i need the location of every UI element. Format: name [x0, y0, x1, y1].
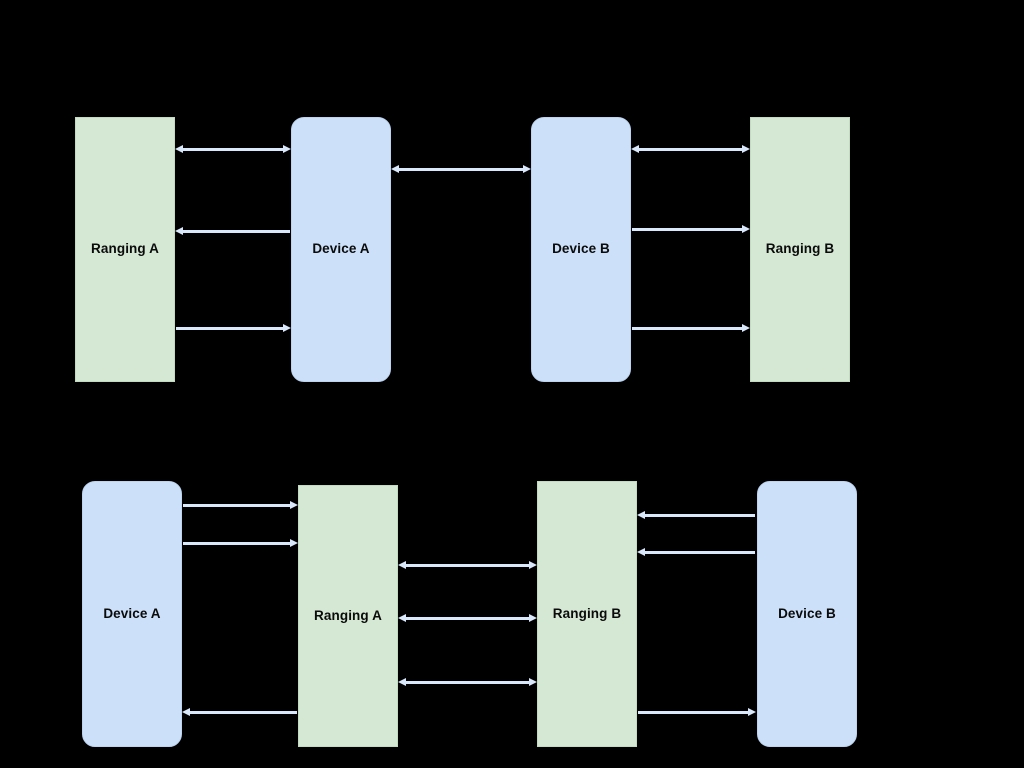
arrow-top-arrow-1[interactable]: [175, 145, 291, 154]
arrowhead-left-icon: [637, 548, 645, 556]
arrowhead-right-icon: [290, 539, 298, 547]
arrowhead-left-icon: [398, 678, 406, 686]
arrow-shaft: [176, 327, 283, 330]
arrowhead-right-icon: [742, 145, 750, 153]
arrow-shaft: [190, 711, 297, 714]
node-bot-ranging-a[interactable]: Ranging A: [298, 485, 398, 747]
node-bot-device-a[interactable]: Device A: [82, 481, 182, 747]
arrow-bot-arrow-8[interactable]: [637, 548, 755, 557]
arrowhead-left-icon: [637, 511, 645, 519]
arrowhead-left-icon: [398, 561, 406, 569]
arrow-top-arrow-5[interactable]: [631, 145, 750, 154]
arrowhead-left-icon: [398, 614, 406, 622]
arrow-bot-arrow-4[interactable]: [398, 561, 537, 570]
node-label: Device A: [312, 241, 370, 257]
arrowhead-left-icon: [175, 227, 183, 235]
arrow-shaft: [406, 681, 529, 684]
arrow-shaft: [183, 542, 290, 545]
arrow-shaft: [645, 551, 755, 554]
arrowhead-right-icon: [283, 145, 291, 153]
arrow-shaft: [183, 504, 290, 507]
arrowhead-right-icon: [748, 708, 756, 716]
arrow-top-arrow-4[interactable]: [391, 165, 531, 174]
arrowhead-right-icon: [290, 501, 298, 509]
node-label: Device A: [103, 605, 161, 621]
arrow-shaft: [639, 148, 742, 151]
arrow-shaft: [632, 327, 742, 330]
node-top-device-b[interactable]: Device B: [531, 117, 631, 382]
arrowhead-right-icon: [742, 324, 750, 332]
arrow-shaft: [638, 711, 748, 714]
arrow-shaft: [645, 514, 755, 517]
node-label: Ranging B: [765, 241, 835, 257]
arrow-shaft: [632, 228, 742, 231]
arrowhead-right-icon: [283, 324, 291, 332]
node-bot-ranging-b[interactable]: Ranging B: [537, 481, 637, 747]
arrow-shaft: [399, 168, 523, 171]
arrowhead-right-icon: [529, 678, 537, 686]
arrowhead-left-icon: [182, 708, 190, 716]
node-label: Ranging A: [91, 241, 159, 257]
node-label: Ranging B: [552, 605, 622, 621]
arrowhead-left-icon: [391, 165, 399, 173]
arrow-bot-arrow-5[interactable]: [398, 614, 537, 623]
arrow-shaft: [183, 230, 290, 233]
arrow-bot-arrow-7[interactable]: [637, 511, 755, 520]
arrow-top-arrow-6[interactable]: [632, 225, 750, 234]
arrow-bot-arrow-3[interactable]: [182, 708, 297, 717]
arrowhead-right-icon: [523, 165, 531, 173]
node-top-ranging-b[interactable]: Ranging B: [750, 117, 850, 382]
arrowhead-left-icon: [175, 145, 183, 153]
arrow-shaft: [183, 148, 283, 151]
arrow-top-arrow-7[interactable]: [632, 324, 750, 333]
arrow-bot-arrow-2[interactable]: [183, 539, 298, 548]
arrow-top-arrow-3[interactable]: [176, 324, 291, 333]
node-label: Device B: [552, 241, 610, 257]
arrow-bot-arrow-6[interactable]: [398, 678, 537, 687]
arrow-bot-arrow-1[interactable]: [183, 501, 298, 510]
node-label: Ranging A: [314, 607, 382, 623]
node-label: Device B: [778, 605, 836, 621]
arrowhead-right-icon: [529, 614, 537, 622]
arrow-shaft: [406, 617, 529, 620]
node-top-device-a[interactable]: Device A: [291, 117, 391, 382]
arrowhead-left-icon: [631, 145, 639, 153]
arrowhead-right-icon: [529, 561, 537, 569]
node-top-ranging-a[interactable]: Ranging A: [75, 117, 175, 382]
arrow-bot-arrow-9[interactable]: [638, 708, 756, 717]
arrow-top-arrow-2[interactable]: [175, 227, 290, 236]
arrowhead-right-icon: [742, 225, 750, 233]
node-bot-device-b[interactable]: Device B: [757, 481, 857, 747]
arrow-shaft: [406, 564, 529, 567]
